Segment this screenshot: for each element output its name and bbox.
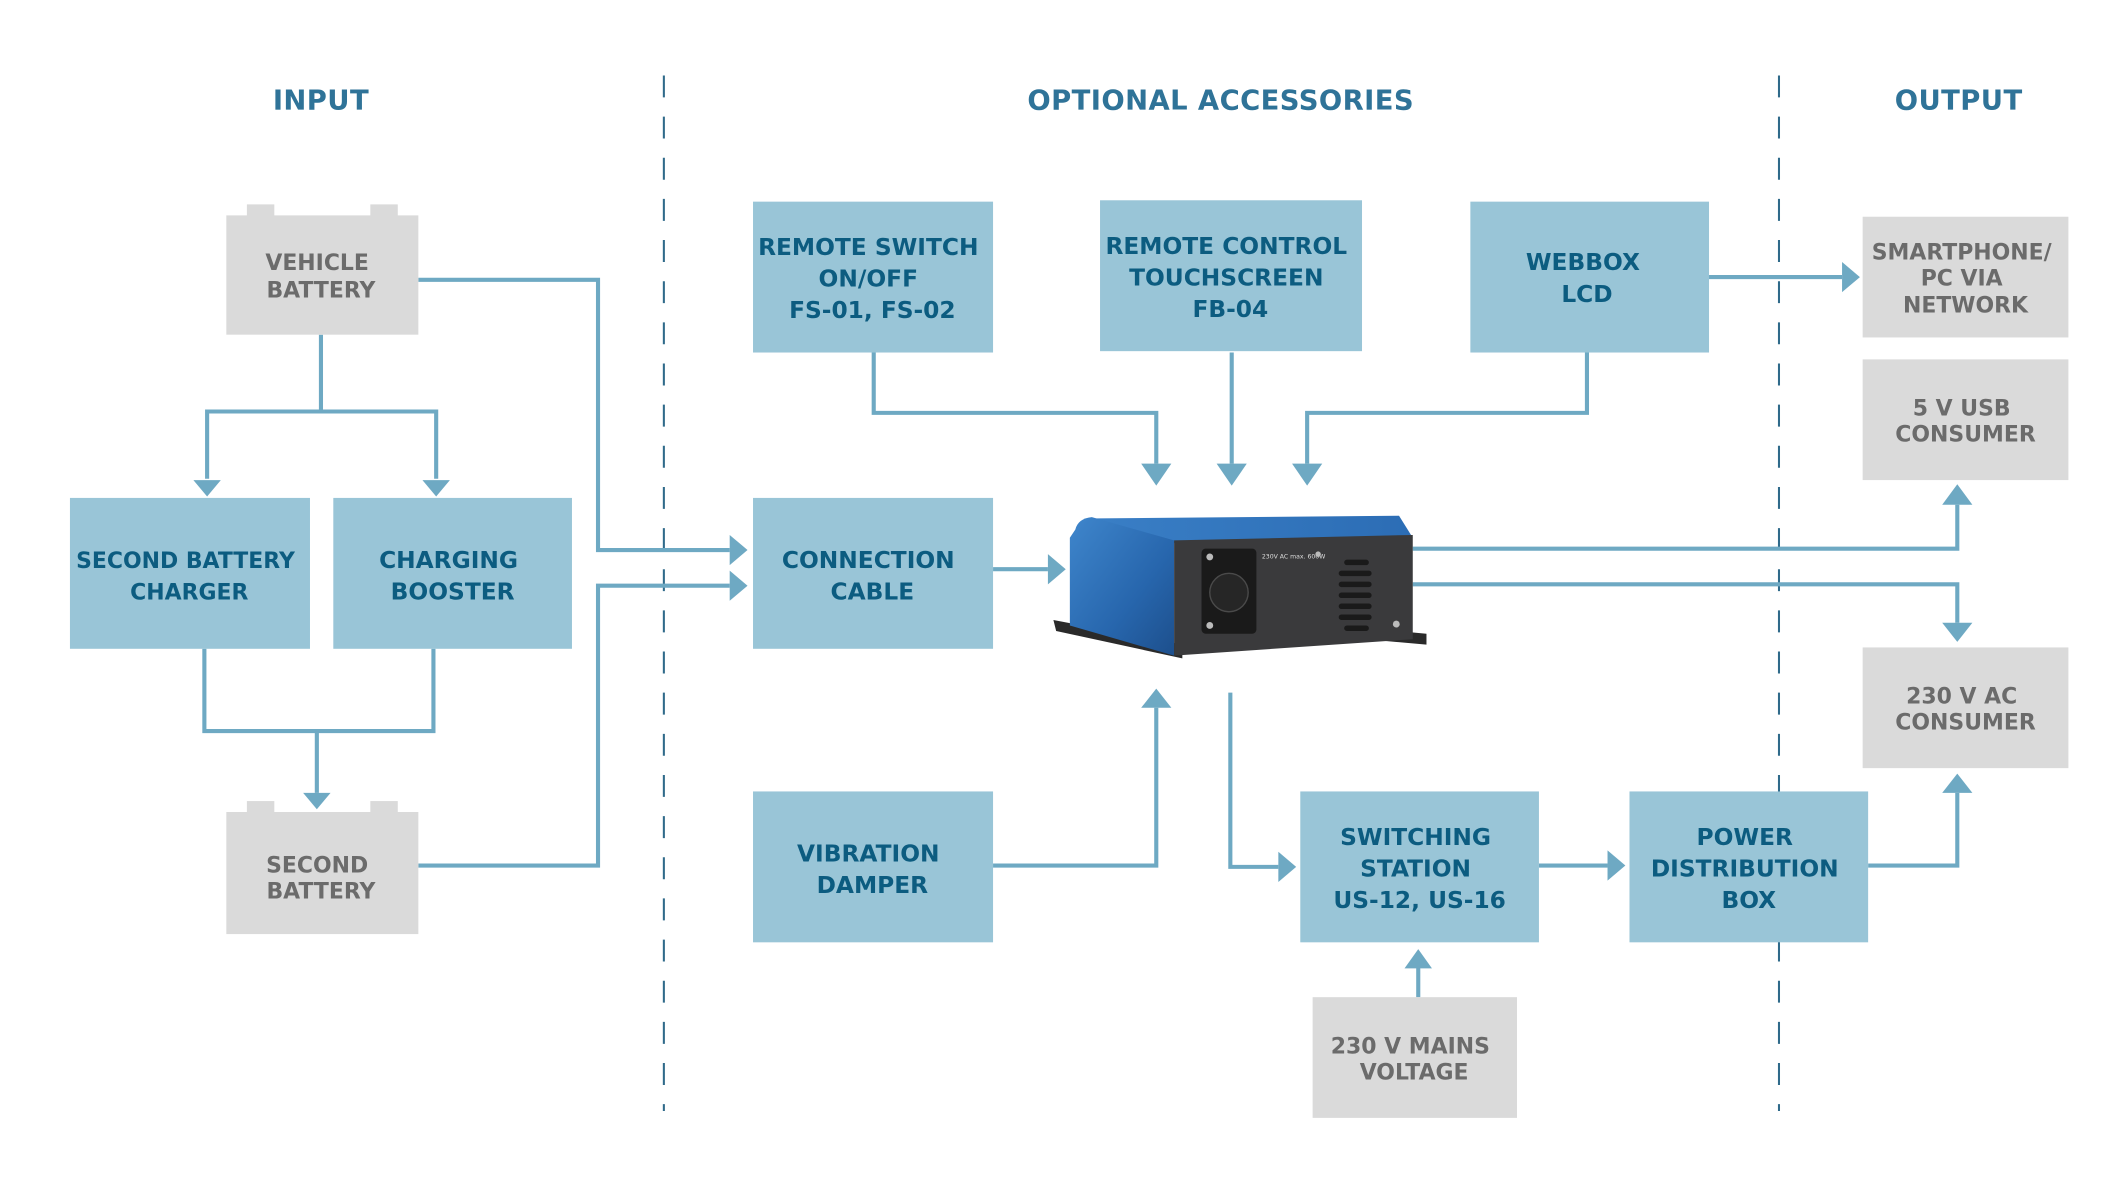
- arrow-down-icon: [1942, 622, 1973, 642]
- node-label: CHARGING BOOSTER: [379, 547, 526, 606]
- arrow-down-icon: [422, 480, 450, 497]
- battery-terminal: [370, 204, 398, 219]
- inverter-side: [1069, 517, 1175, 656]
- arrow-right-icon: [1278, 851, 1297, 882]
- wire-damper-to-inverter: [993, 707, 1159, 868]
- battery-body: [226, 812, 419, 935]
- arrowheads: [193, 261, 1973, 969]
- wire-chargers-join: [202, 648, 436, 734]
- wire-inverter-to-ac-consumer: [1412, 582, 1960, 623]
- node-label: REMOTE CONTROL TOUCHSCREEN FB-04: [1105, 233, 1355, 323]
- connectors: [202, 275, 1960, 998]
- inverter-top: [1083, 515, 1413, 544]
- wire-remote-switch-to-inverter: [871, 352, 1159, 464]
- wire-inverter-to-switching-station: [1228, 692, 1279, 869]
- arrow-down-icon: [193, 480, 221, 497]
- node-switching-station: SWITCHING STATION US-12, US-16: [1300, 791, 1539, 943]
- arrow-right-icon: [1607, 850, 1626, 881]
- arrow-up-icon: [1141, 688, 1172, 708]
- section-heading-optional-accessories: OPTIONAL ACCESSORIES: [1027, 86, 1414, 117]
- wire-distribution-to-ac-consumer: [1868, 792, 1960, 868]
- node-label: SECOND BATTERY: [266, 853, 376, 904]
- arrow-up-icon: [1404, 949, 1432, 969]
- node-label: VEHICLE BATTERY: [265, 251, 376, 303]
- battery-body: [226, 215, 419, 335]
- node-label: CONNECTION CABLE: [782, 547, 963, 606]
- wire-vehicle-battery-to-cable: [418, 277, 730, 553]
- arrow-right-icon: [729, 534, 748, 566]
- node-label: SWITCHING STATION US-12, US-16: [1333, 824, 1506, 914]
- inverter-device: 230V AC max. 600W: [1053, 515, 1427, 659]
- arrow-right-icon: [729, 570, 748, 601]
- wire-inverter-to-usb-consumer: [1412, 504, 1960, 551]
- battery-terminal: [370, 801, 398, 815]
- node-second-battery: SECOND BATTERY: [226, 801, 419, 935]
- arrow-right-icon: [1047, 554, 1066, 585]
- battery-terminal: [246, 204, 275, 219]
- section-heading-input: INPUT: [273, 86, 369, 117]
- node-label: WEBBOX LCD: [1526, 249, 1648, 308]
- node-mains-voltage: 230 V MAINS VOLTAGE: [1312, 997, 1518, 1118]
- socket-rating-label: 230V AC max. 600W: [1262, 553, 1325, 560]
- node-label: POWER DISTRIBUTION BOX: [1651, 824, 1847, 914]
- vent-grille-icon: [1338, 559, 1372, 631]
- node-power-distribution-box: POWER DISTRIBUTION BOX: [1629, 791, 1869, 943]
- node-second-battery-charger: SECOND BATTERY CHARGER: [69, 497, 310, 649]
- node-ac-consumer: 230 V AC CONSUMER: [1862, 647, 2069, 769]
- node-label: 230 V MAINS VOLTAGE: [1331, 1034, 1498, 1085]
- wire-webbox-to-inverter: [1305, 352, 1590, 464]
- node-remote-switch: REMOTE SWITCH ON/OFF FS-01, FS-02: [753, 201, 994, 353]
- wire-split-to-chargers: [205, 409, 439, 479]
- arrow-up-icon: [1942, 773, 1973, 793]
- node-connection-cable: CONNECTION CABLE: [753, 497, 994, 649]
- node-remote-control: REMOTE CONTROL TOUCHSCREEN FB-04: [1100, 200, 1363, 352]
- node-charging-booster: CHARGING BOOSTER: [333, 497, 572, 649]
- arrow-down-icon: [303, 792, 331, 810]
- node-label: 5 V USB CONSUMER: [1895, 397, 2036, 448]
- node-webbox: WEBBOX LCD: [1470, 201, 1710, 353]
- arrow-down-icon: [1216, 463, 1247, 486]
- node-usb-consumer: 5 V USB CONSUMER: [1862, 359, 2069, 481]
- section-heading-output: OUTPUT: [1895, 86, 2023, 117]
- node-label: VIBRATION DAMPER: [797, 840, 948, 899]
- node-vibration-damper: VIBRATION DAMPER: [753, 791, 994, 943]
- arrow-right-icon: [1842, 261, 1860, 293]
- battery-terminal: [246, 801, 275, 815]
- arrow-down-icon: [1292, 463, 1323, 486]
- arrow-down-icon: [1141, 463, 1172, 486]
- node-label: REMOTE SWITCH ON/OFF FS-01, FS-02: [758, 234, 987, 324]
- node-vehicle-battery: VEHICLE BATTERY: [226, 204, 419, 335]
- node-smartphone: SMARTPHONE/ PC VIA NETWORK: [1862, 216, 2069, 338]
- node-label: 230 V AC CONSUMER: [1895, 685, 2036, 736]
- arrow-up-icon: [1942, 484, 1973, 505]
- node-label: SMARTPHONE/ PC VIA NETWORK: [1872, 240, 2060, 318]
- wire-second-battery-to-cable: [418, 583, 730, 868]
- node-label: SECOND BATTERY CHARGER: [76, 549, 302, 606]
